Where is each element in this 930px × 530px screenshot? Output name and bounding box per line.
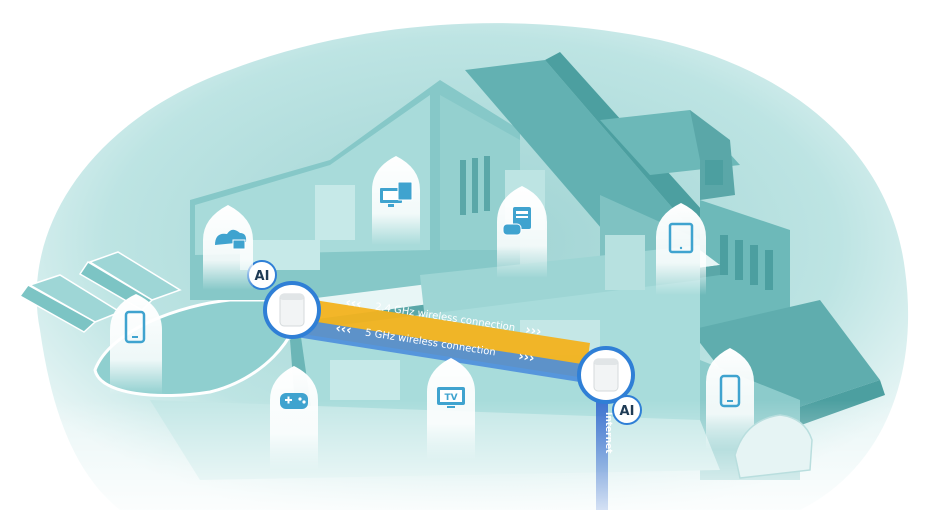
pin-tablet[interactable] [656,203,706,295]
pin-gamepad[interactable] [270,366,318,470]
pin-phone-garage[interactable] [706,348,754,450]
svg-text:TV: TV [444,393,457,403]
router-right[interactable] [577,346,635,404]
svg-text:AI: AI [255,269,270,284]
car [734,414,813,479]
ai-badge-right: AI [612,395,642,425]
pin-phone-gamepad[interactable] [497,186,547,278]
wireless-beam-5ghz [290,318,588,383]
band-24-chevrons-left: ‹‹‹ [344,295,362,312]
smartphone-icon [719,374,741,408]
svg-text:AI: AI [620,404,635,419]
internet-label: Internet [603,412,613,454]
pin-phone-pool[interactable] [110,294,162,395]
pin-tv[interactable]: TV [427,358,475,460]
cloud-storage-icon [215,229,247,250]
band-5-chevrons-right: ››› [517,349,535,366]
computer-icon [380,181,413,207]
smartphone-icon [124,310,146,344]
gamepad-icon [280,393,308,409]
band-5-chevrons-left: ‹‹‹ [334,321,352,338]
tablet-icon [668,222,694,254]
internet-cable [596,395,608,510]
phone-gamepad-icon [502,207,531,236]
pin-cloud-storage[interactable] [203,205,253,290]
tv-icon: TV [437,387,465,408]
pin-computer[interactable] [372,156,420,245]
band-24-chevrons-right: ››› [524,323,542,340]
router-left[interactable] [263,281,321,339]
